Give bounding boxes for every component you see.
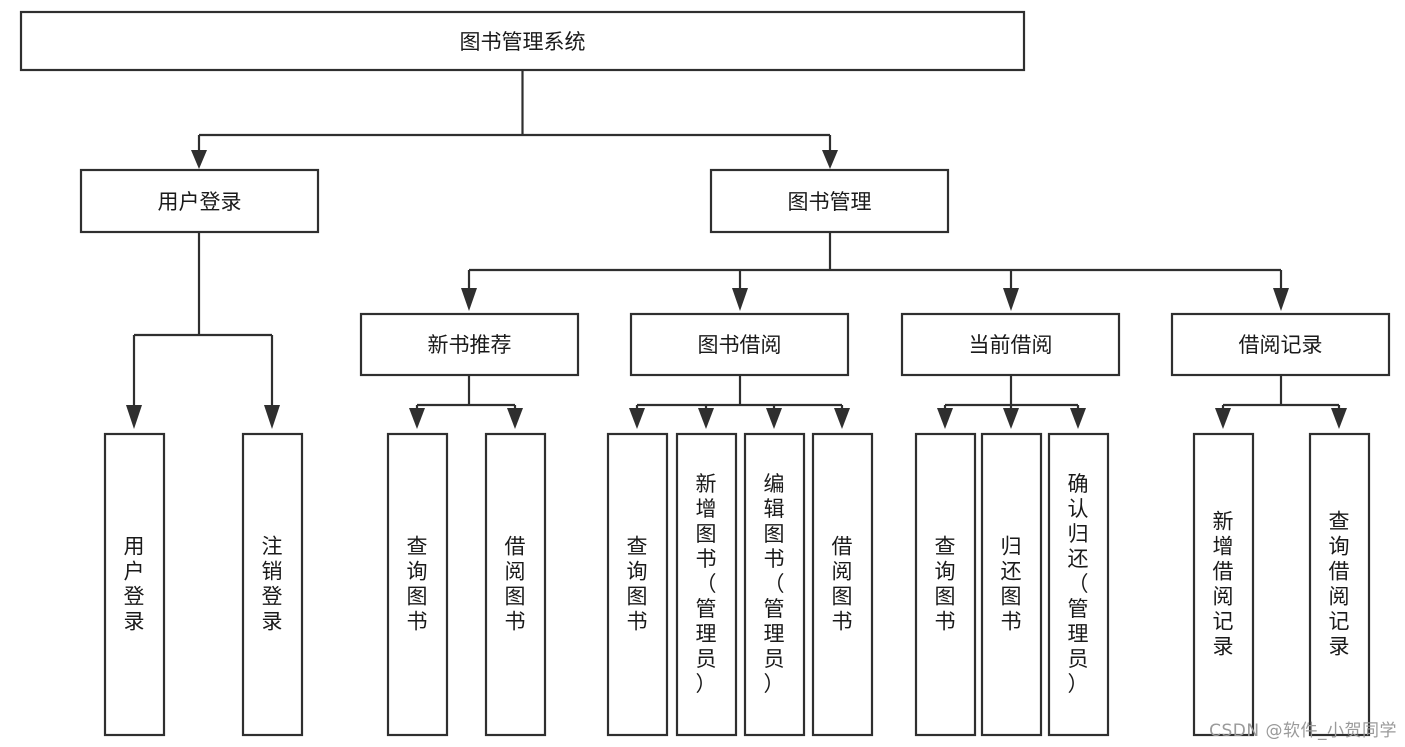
node-leaf-return-book[interactable]: 归还图书 [980,432,1043,737]
connector-group-currentborrow [937,375,1086,429]
node-root-box[interactable] [19,10,1026,72]
node-leaf-return-book-box[interactable] [980,432,1043,737]
node-current-borrow[interactable]: 当前借阅 [900,312,1121,377]
node-leaf-confirm-return-label: 确认归还（管理员） [1068,472,1089,696]
node-leaf-borrow-book-1-label: 借阅图书 [505,535,526,634]
arrowhead-leaf-query-book-2 [629,408,645,429]
node-leaf-borrow-book-2-box[interactable] [811,432,874,737]
node-new-book-rec-box[interactable] [359,312,580,377]
node-leaf-edit-book-label: 编辑图书（管理员） [764,472,785,696]
node-leaf-query-book-1-label: 查询图书 [407,535,428,634]
node-leaf-add-book-label: 新增图书（管理员） [696,472,717,696]
node-user-login-label: 用户登录 [158,190,242,214]
arrowhead-book-borrow [732,288,748,311]
arrowhead-leaf-add-book [698,408,714,429]
arrowhead-leaf-user-login [126,405,142,429]
node-leaf-query-record-box[interactable] [1308,432,1371,737]
node-new-book-rec[interactable]: 新书推荐 [359,312,580,377]
node-leaf-add-record-box[interactable] [1192,432,1255,737]
node-leaf-user-logout-box[interactable] [241,432,304,737]
node-user-login-box[interactable] [79,168,320,234]
arrowhead-leaf-query-record [1331,408,1347,429]
node-leaf-add-book-box[interactable] [675,432,738,737]
connector-group-root [191,70,838,169]
node-leaf-user-logout[interactable]: 注销登录 [241,432,304,737]
node-book-borrow[interactable]: 图书借阅 [629,312,850,377]
node-leaf-query-book-3[interactable]: 查询图书 [914,432,977,737]
arrowhead-leaf-confirm-return [1070,408,1086,429]
arrowhead-leaf-add-record [1215,408,1231,429]
node-leaf-query-book-2-box[interactable] [606,432,669,737]
node-root-label: 图书管理系统 [460,30,586,54]
node-leaf-query-record[interactable]: 查询借阅记录 [1308,432,1371,737]
node-leaf-add-record-label: 新增借阅记录 [1213,510,1234,659]
node-leaf-query-book-1[interactable]: 查询图书 [386,432,449,737]
node-leaf-return-book-label: 归还图书 [1001,535,1022,634]
connector-group-bookborrow [629,375,850,429]
connector-group-borrowrecord [1215,375,1347,429]
node-book-manage-label: 图书管理 [788,190,872,214]
arrowhead-leaf-borrow-book-1 [507,408,523,429]
node-leaf-confirm-return[interactable]: 确认归还（管理员） [1047,432,1110,737]
node-leaf-query-book-3-box[interactable] [914,432,977,737]
node-borrow-record-box[interactable] [1170,312,1391,377]
node-leaf-query-book-2[interactable]: 查询图书 [606,432,669,737]
node-leaf-query-book-2-label: 查询图书 [627,535,648,634]
node-leaf-borrow-book-1-box[interactable] [484,432,547,737]
node-leaf-user-login[interactable]: 用户登录 [103,432,166,737]
node-leaf-query-record-label: 查询借阅记录 [1329,510,1350,659]
node-leaf-borrow-book-2-label: 借阅图书 [832,535,853,634]
connector-group-newbookrec [409,375,523,429]
node-leaf-user-login-label: 用户登录 [124,535,145,634]
node-book-manage[interactable]: 图书管理 [709,168,950,234]
node-leaf-confirm-return-box[interactable] [1047,432,1110,737]
arrowhead-bookmanage [822,150,838,169]
node-book-manage-box[interactable] [709,168,950,234]
arrowhead-borrow-record [1273,288,1289,311]
node-leaf-query-book-3-label: 查询图书 [935,535,956,634]
arrowhead-current-borrow [1003,288,1019,311]
node-leaf-edit-book-box[interactable] [743,432,806,737]
node-book-borrow-label: 图书借阅 [698,333,782,357]
node-leaf-borrow-book-1[interactable]: 借阅图书 [484,432,547,737]
arrowhead-leaf-query-book-3 [937,408,953,429]
node-leaf-add-book[interactable]: 新增图书（管理员） [675,432,738,737]
node-borrow-record-label: 借阅记录 [1239,333,1323,357]
connector-group-bookmanage [461,232,1289,311]
arrowhead-leaf-borrow-book-2 [834,408,850,429]
node-root[interactable]: 图书管理系统 [19,10,1026,72]
arrowhead-userlogin [191,150,207,169]
node-borrow-record[interactable]: 借阅记录 [1170,312,1391,377]
node-leaf-borrow-book-2[interactable]: 借阅图书 [811,432,874,737]
arrowhead-leaf-edit-book [766,408,782,429]
node-leaf-user-login-box[interactable] [103,432,166,737]
node-leaf-query-book-1-box[interactable] [386,432,449,737]
arrowhead-leaf-user-logout [264,405,280,429]
node-user-login[interactable]: 用户登录 [79,168,320,234]
node-new-book-rec-label: 新书推荐 [428,333,512,357]
node-current-borrow-label: 当前借阅 [969,333,1053,357]
node-leaf-user-logout-label: 注销登录 [262,535,283,634]
node-book-borrow-box[interactable] [629,312,850,377]
node-leaf-edit-book[interactable]: 编辑图书（管理员） [743,432,806,737]
arrowhead-new-book-rec [461,288,477,311]
arrowhead-leaf-return-book [1003,408,1019,429]
arrowhead-leaf-query-book-1 [409,408,425,429]
node-current-borrow-box[interactable] [900,312,1121,377]
connector-group-userlogin [126,232,280,429]
node-leaf-add-record[interactable]: 新增借阅记录 [1192,432,1255,737]
